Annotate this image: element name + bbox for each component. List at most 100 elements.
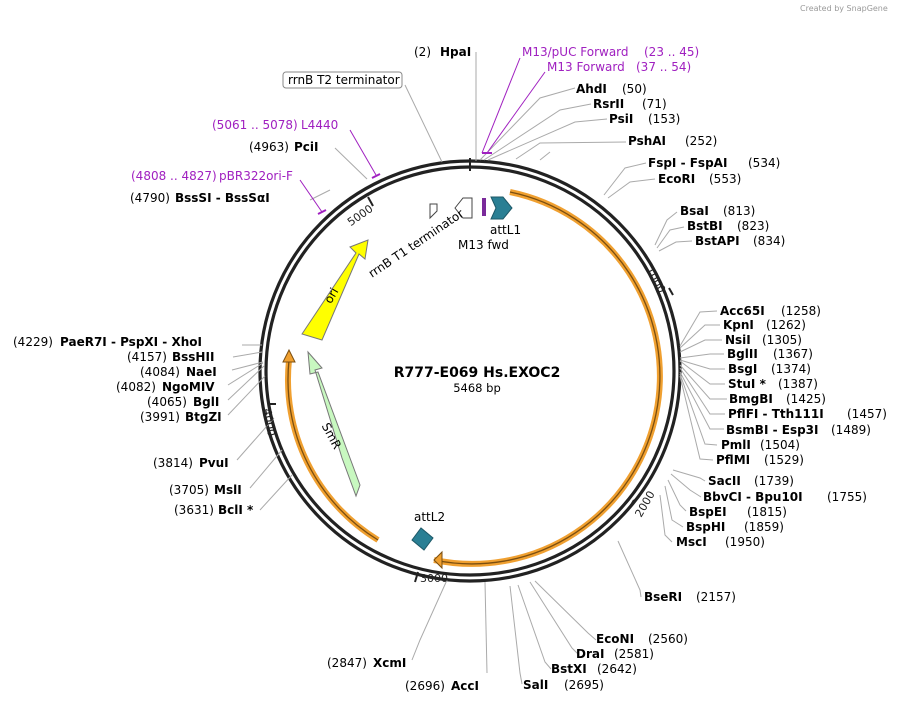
- site-position: (1305): [762, 333, 802, 347]
- site-position: (3631): [174, 503, 214, 517]
- site-name: HpaI: [440, 45, 471, 59]
- primer-name: M13/pUC Forward: [522, 45, 629, 59]
- site-position: (1815): [747, 505, 787, 519]
- site-name: PflFI - Tth111I: [728, 407, 824, 421]
- site-position: (1529): [764, 453, 804, 467]
- site-position: (71): [642, 97, 667, 111]
- site-name: PshAI: [628, 134, 666, 148]
- site-position: (1950): [725, 535, 765, 549]
- primer-range: (5061 .. 5078): [212, 118, 298, 132]
- site-position: (2696): [405, 679, 445, 693]
- ori-feature: [301, 239, 369, 341]
- site-name: FspI - FspAI: [648, 156, 727, 170]
- attl1-label: attL1: [490, 223, 521, 237]
- tick-label: 1000: [643, 265, 668, 296]
- site-position: (3814): [153, 456, 193, 470]
- site-name: XcmI: [373, 656, 406, 670]
- site-name: PaeR7I - PspXI - XhoI: [60, 335, 202, 349]
- site-name: BglI: [193, 395, 219, 409]
- site-name: BseRI: [644, 590, 682, 604]
- site-name: PflMI: [716, 453, 750, 467]
- attl2-feature: [411, 527, 434, 551]
- site-name: BsaI: [680, 204, 709, 218]
- primer-name: pBR322ori-F: [219, 169, 293, 183]
- site-position: (2157): [696, 590, 736, 604]
- site-position: (1457): [847, 407, 887, 421]
- site-position: (1739): [754, 474, 794, 488]
- attl2-label: attL2: [414, 510, 445, 524]
- primer-name: L4440: [301, 118, 338, 132]
- site-position: (2642): [597, 662, 637, 676]
- site-position: (1367): [773, 347, 813, 361]
- site-name: DraI: [576, 647, 604, 661]
- rrnb-t1-label: rrnB T1 terminator: [366, 206, 466, 280]
- site-name: BstBI: [687, 219, 723, 233]
- site-name: BsmBI - Esp3I: [726, 423, 818, 437]
- site-name: BstXI: [551, 662, 587, 676]
- site-position: (4084): [140, 365, 180, 379]
- site-name: BtgZI: [185, 410, 222, 424]
- site-position: (4082): [116, 380, 156, 394]
- sites-right: AhdI (50) RsrII (71) PsiI (153) PshAI (2…: [523, 82, 887, 692]
- site-name: NsiI: [725, 333, 751, 347]
- site-position: (1374): [771, 362, 811, 376]
- site-name: SacII: [708, 474, 741, 488]
- site-name: BclI *: [218, 503, 254, 517]
- m13-fwd-arrow: [454, 197, 473, 219]
- site-name: NaeI: [186, 365, 217, 379]
- site-name: MslI: [214, 483, 242, 497]
- site-position: (1504): [760, 438, 800, 452]
- site-name: BglII: [727, 347, 758, 361]
- site-name: BssSI - BssSαI: [175, 191, 270, 205]
- snapgene-credit: Created by SnapGene: [800, 4, 888, 13]
- site-position: (834): [753, 234, 785, 248]
- site-name: EcoNI: [596, 632, 634, 646]
- site-name: EcoRI: [658, 172, 695, 186]
- site-name: KpnI: [723, 318, 754, 332]
- site-position: (4157): [127, 350, 167, 364]
- orange-feature-arc-left-core: [287, 359, 379, 541]
- ori-label: ori: [321, 285, 341, 306]
- site-position: (3705): [169, 483, 209, 497]
- site-position: (553): [709, 172, 741, 186]
- primer-labels: M13/pUC Forward (23 .. 45) M13 Forward (…: [131, 45, 699, 183]
- site-position: (4790): [130, 191, 170, 205]
- site-name: AhdI: [576, 82, 607, 96]
- plasmid-name: R777-E069 Hs.EXOC2: [394, 365, 561, 381]
- orange-feature-arc-right-core: [433, 191, 661, 565]
- site-position: (2847): [327, 656, 367, 670]
- site-position: (2695): [564, 678, 604, 692]
- site-position: (813): [723, 204, 755, 218]
- orange-feature-arrowhead: [282, 348, 296, 363]
- site-name: PmlI: [721, 438, 751, 452]
- site-position: (4229): [13, 335, 53, 349]
- site-position: (2581): [614, 647, 654, 661]
- site-position: (1489): [831, 423, 871, 437]
- site-name: BspEI: [689, 505, 727, 519]
- site-position: (3991): [140, 410, 180, 424]
- tick-label: 3000: [420, 572, 448, 585]
- tick-label: 2000: [633, 489, 658, 520]
- site-position: (1262): [766, 318, 806, 332]
- rrnb-t2-label: rrnB T2 terminator: [288, 73, 400, 87]
- site-name: BsgI: [728, 362, 757, 376]
- site-position: (823): [737, 219, 769, 233]
- primer-name: M13 Forward: [547, 60, 625, 74]
- site-name: AccI: [451, 679, 479, 693]
- site-name: PsiI: [609, 112, 633, 126]
- site-position: (153): [648, 112, 680, 126]
- site-position: (2560): [648, 632, 688, 646]
- site-name: NgoMIV: [162, 380, 215, 394]
- primer-mark: [482, 198, 486, 216]
- smr-feature: [307, 350, 361, 498]
- leader-lines: [227, 52, 727, 685]
- rrnb-t1-terminator-feature: [429, 203, 438, 220]
- site-position: (2): [414, 45, 431, 59]
- site-position: (1425): [786, 392, 826, 406]
- site-name: BmgBI: [729, 392, 773, 406]
- plasmid-size: 5468 bp: [453, 381, 501, 395]
- site-name: BssHII: [172, 350, 214, 364]
- site-name: RsrII: [593, 97, 624, 111]
- scale-ticks: [270, 158, 674, 583]
